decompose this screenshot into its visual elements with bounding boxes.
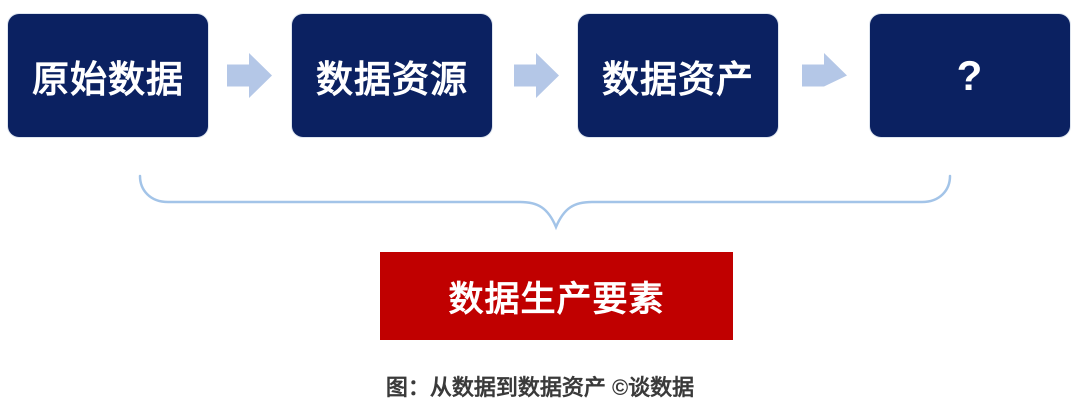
flow-box-label: 数据资源 — [316, 58, 468, 100]
flow-box-data-resource: 数据资源 — [292, 14, 492, 137]
result-box-label: 数据生产要素 — [448, 279, 665, 319]
arrow-right-icon — [514, 53, 559, 98]
flow-box-question: ? — [870, 14, 1070, 137]
arrow-right-icon — [802, 53, 847, 87]
flow-box-label: 原始数据 — [32, 58, 184, 100]
flow-box-raw-data: 原始数据 — [8, 14, 208, 137]
flow-box-data-asset: 数据资产 — [578, 14, 778, 137]
result-box-data-production-factor: 数据生产要素 — [380, 252, 733, 340]
flow-box-label: ? — [956, 51, 984, 99]
curly-brace-icon — [138, 174, 952, 231]
arrow-right-icon — [227, 53, 272, 98]
figure-caption: 图：从数据到数据资产 ©谈数据 — [385, 375, 695, 400]
flow-box-label: 数据资产 — [602, 58, 754, 100]
